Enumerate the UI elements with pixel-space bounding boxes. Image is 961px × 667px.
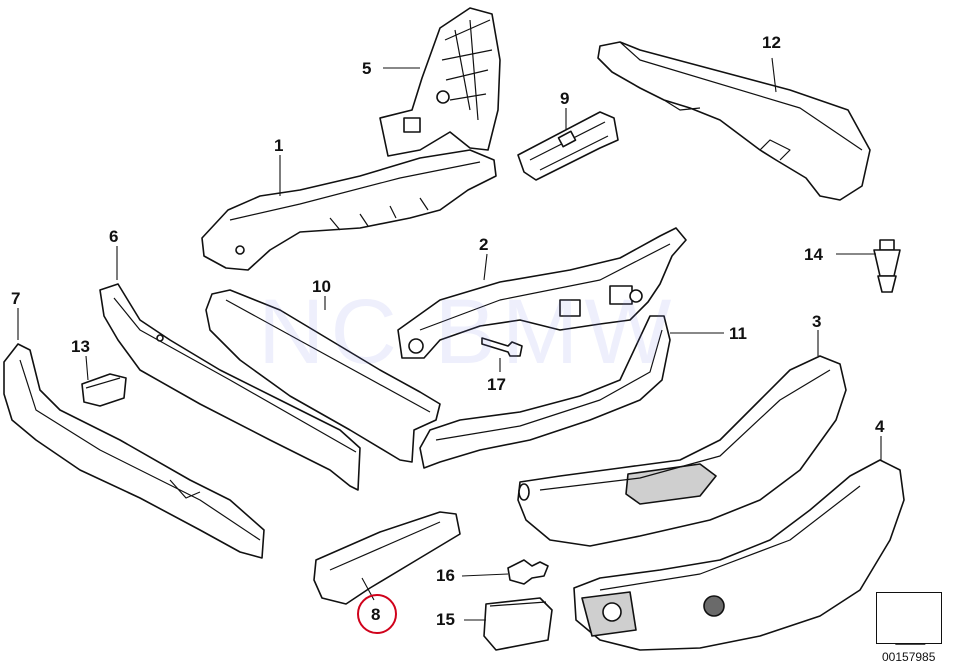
- part-label-9[interactable]: 9: [560, 89, 570, 108]
- part-label-17[interactable]: 17: [487, 375, 506, 394]
- part-label-2[interactable]: 2: [479, 235, 489, 254]
- part-16-bolt[interactable]: [507, 559, 549, 585]
- part-2-rail[interactable]: [397, 227, 687, 359]
- part-label-12[interactable]: 12: [762, 33, 781, 52]
- part-4-side-cover[interactable]: [573, 459, 905, 651]
- part-14-clip[interactable]: [873, 239, 901, 293]
- part-13-clip[interactable]: [81, 373, 127, 407]
- part-label-8[interactable]: 8: [371, 605, 381, 624]
- watermark: NC BMW: [258, 281, 678, 383]
- part-label-15[interactable]: 15: [436, 610, 455, 629]
- part-15-cap[interactable]: [483, 597, 553, 651]
- part-label-10[interactable]: 10: [312, 277, 331, 296]
- part-3-side-cover[interactable]: [517, 355, 847, 547]
- part-6-trim-strip[interactable]: [99, 283, 361, 491]
- part-label-13[interactable]: 13: [71, 337, 90, 356]
- part-label-5[interactable]: 5: [362, 59, 372, 78]
- part-7-lower-trim[interactable]: [3, 343, 265, 559]
- part-label-14[interactable]: 14: [804, 245, 823, 264]
- part-label-4[interactable]: 4: [875, 417, 885, 436]
- part-label-16[interactable]: 16: [436, 566, 455, 585]
- part-17-pin[interactable]: [481, 337, 523, 357]
- part-label-6[interactable]: 6: [109, 227, 119, 246]
- nav-box[interactable]: [876, 592, 942, 644]
- part-label-11[interactable]: 11: [729, 324, 747, 343]
- part-10-cover[interactable]: [205, 289, 441, 463]
- highlight-circle: [357, 594, 397, 634]
- part-8-rail-piece[interactable]: [313, 511, 461, 605]
- part-11-side-trim[interactable]: [419, 315, 671, 469]
- part-label-1[interactable]: 1: [274, 136, 284, 155]
- part-label-7[interactable]: 7: [11, 289, 21, 308]
- part-9-slider[interactable]: [517, 111, 619, 181]
- part-label-3[interactable]: 3: [812, 312, 822, 331]
- part-1-rail[interactable]: [201, 149, 497, 271]
- part-5-bracket[interactable]: [379, 7, 501, 157]
- diagram-id: 00157985: [882, 650, 936, 664]
- part-12-trim-cover[interactable]: [597, 41, 871, 201]
